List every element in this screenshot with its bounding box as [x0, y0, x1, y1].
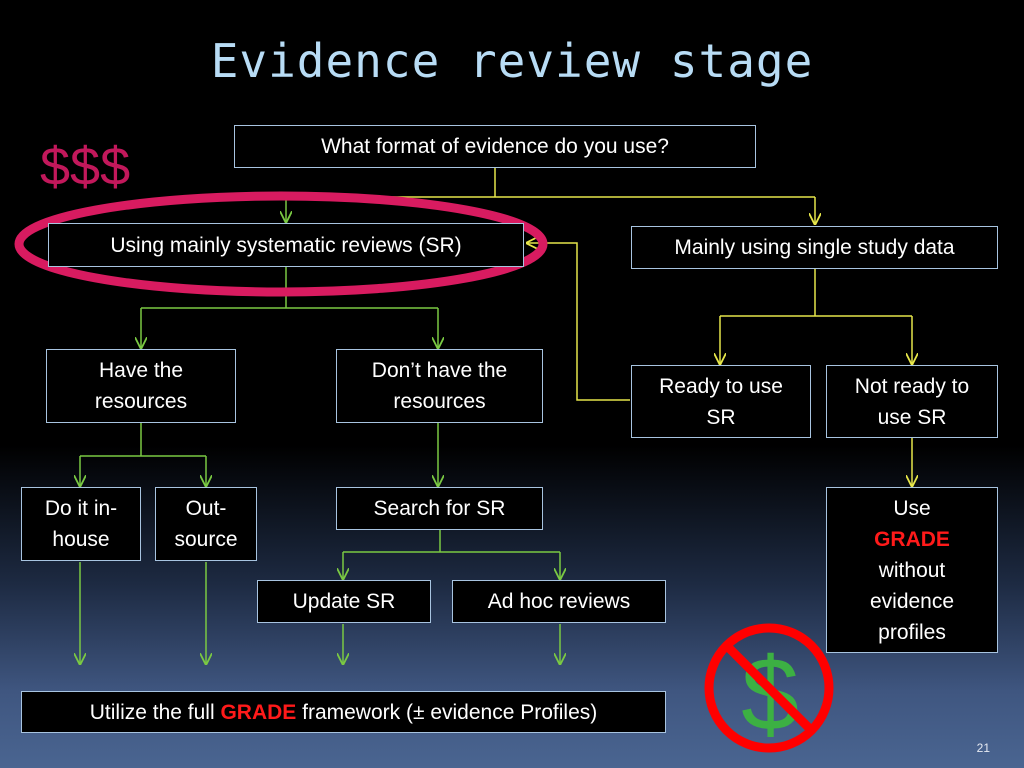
use-grade-post: without evidence profiles	[869, 558, 955, 644]
node-use-grade-text: Use GRADE without evidence profiles	[847, 493, 977, 648]
use-grade-pre: Use	[893, 496, 931, 520]
node-search-sr-label: Search for SR	[373, 497, 506, 520]
node-in-house: Do it in-house	[21, 487, 141, 561]
highlight-ellipse	[14, 191, 548, 297]
node-ad-hoc-reviews-label: Ad hoc reviews	[487, 590, 631, 613]
node-have-resources-label: Have the resources	[94, 359, 188, 413]
node-have-resources: Have the resources	[46, 349, 236, 423]
node-search-sr: Search for SR	[336, 487, 543, 530]
node-systematic-reviews: Using mainly systematic reviews (SR)	[48, 223, 524, 267]
node-ad-hoc-reviews: Ad hoc reviews	[452, 580, 666, 623]
slide-title: Evidence review stage	[210, 34, 814, 88]
use-grade-highlight: GRADE	[874, 527, 950, 551]
node-in-house-label: Do it in-house	[44, 497, 118, 551]
node-single-study-label: Mainly using single study data	[674, 236, 955, 259]
connector-to-utilize	[80, 562, 560, 664]
node-utilize-grade: Utilize the full GRADE framework (± evid…	[21, 691, 666, 733]
slide-number: 21	[976, 741, 990, 755]
node-root-question: What format of evidence do you use?	[234, 125, 756, 168]
connector-ready-to-sr	[527, 243, 630, 401]
node-use-grade: Use GRADE without evidence profiles	[826, 487, 998, 653]
node-utilize-grade-text: Utilize the full GRADE framework (± evid…	[90, 697, 598, 728]
connector-search	[343, 530, 560, 579]
node-out-source: Out-source	[155, 487, 257, 561]
connector-sr	[141, 266, 438, 348]
node-ready-sr: Ready to use SR	[631, 365, 811, 438]
cost-marker: $$$	[40, 137, 131, 197]
node-out-source-label: Out-source	[174, 497, 238, 551]
node-single-study: Mainly using single study data	[631, 226, 998, 269]
no-dollar-icon: $	[704, 623, 834, 753]
node-update-sr: Update SR	[257, 580, 431, 623]
connector-have	[80, 423, 206, 486]
connector-single	[720, 268, 912, 364]
node-systematic-reviews-label: Using mainly systematic reviews (SR)	[110, 233, 462, 257]
node-root-question-label: What format of evidence do you use?	[321, 135, 669, 158]
node-not-ready-sr-label: Not ready to use SR	[854, 374, 970, 429]
utilize-post: framework (± evidence Profiles)	[296, 700, 598, 724]
node-dont-have-resources-label: Don’t have the resources	[371, 359, 508, 413]
node-dont-have-resources: Don’t have the resources	[336, 349, 543, 423]
utilize-pre: Utilize the full	[89, 700, 221, 724]
node-update-sr-label: Update SR	[292, 590, 396, 613]
utilize-grade-highlight: GRADE	[220, 700, 297, 724]
node-ready-sr-label: Ready to use SR	[659, 374, 783, 429]
node-not-ready-sr: Not ready to use SR	[826, 365, 998, 438]
